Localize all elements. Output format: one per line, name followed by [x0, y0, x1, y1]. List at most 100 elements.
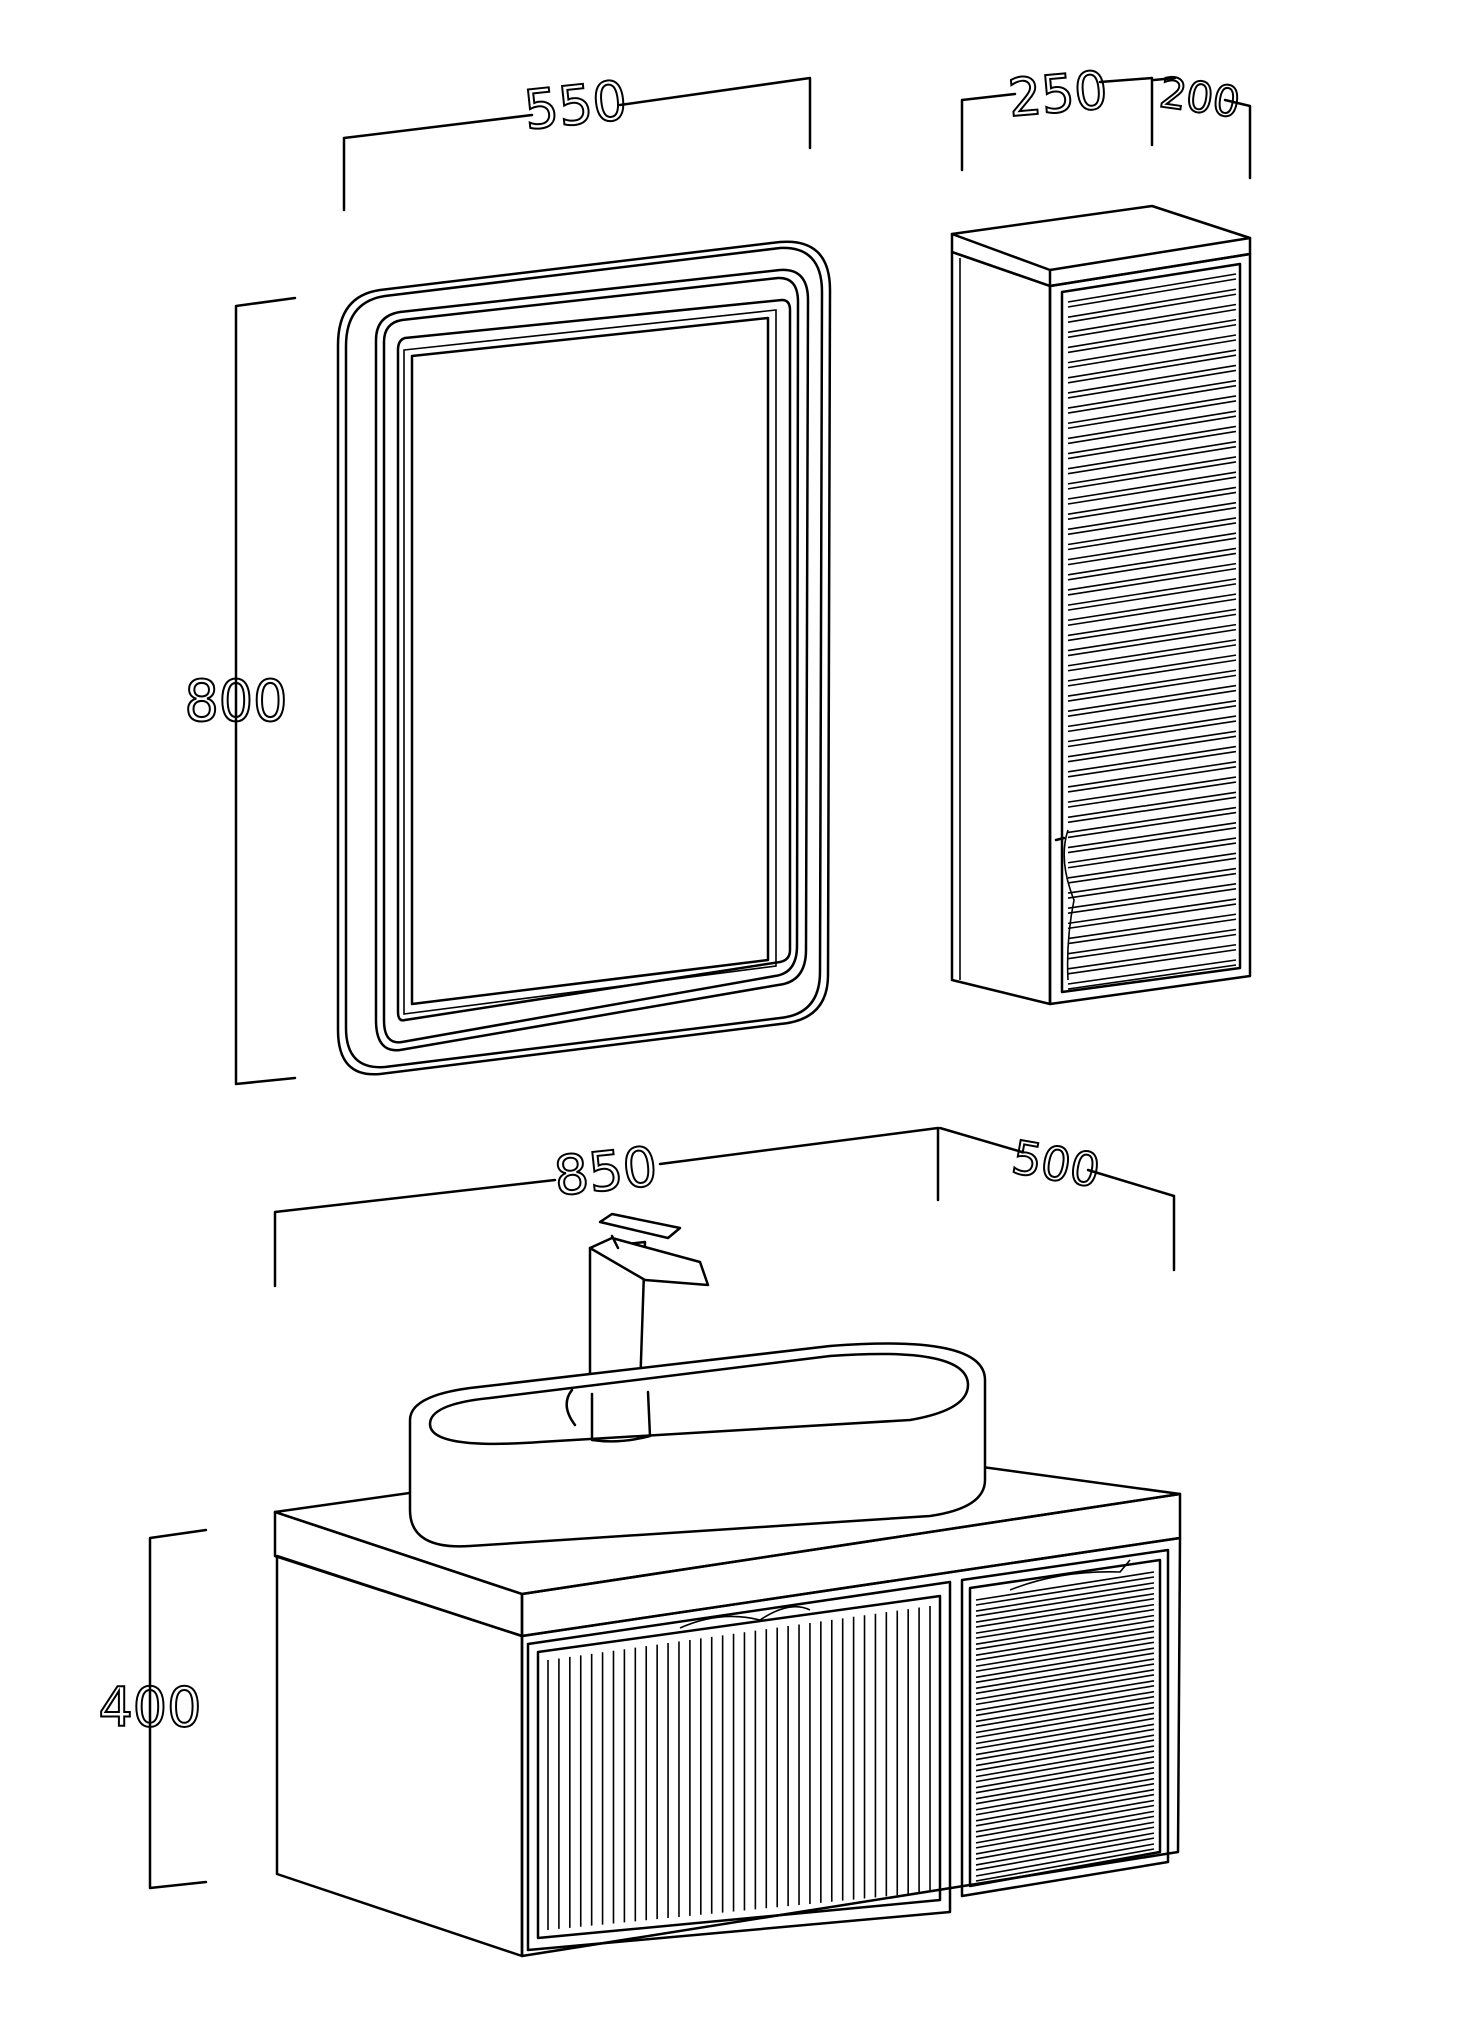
door-slat: [975, 1658, 1155, 1690]
door-slat: [975, 1777, 1155, 1811]
cabinet-slat: [1067, 887, 1237, 915]
cabinet-slat: [1067, 806, 1237, 834]
cabinet-slat: [1067, 567, 1237, 596]
door-slat: [975, 1680, 1155, 1712]
cabinet-slat: [1067, 278, 1237, 308]
door-slat: [975, 1576, 1155, 1606]
cabinet-slat: [1067, 583, 1237, 611]
cabinet-slat: [1067, 506, 1237, 536]
door-slat: [975, 1582, 1155, 1612]
door-slat: [975, 1685, 1155, 1717]
door-slat: [975, 1695, 1155, 1728]
door-slat: [975, 1804, 1155, 1838]
cabinet-slat: [1067, 486, 1237, 515]
cabinet-slat: [1067, 933, 1237, 960]
mirror-width-label: 550: [521, 69, 630, 142]
cabinet-slat: [1067, 552, 1237, 581]
cabinet-slat: [1067, 644, 1237, 672]
cabinet-slat: [1067, 471, 1237, 500]
cabinet-slat: [1067, 715, 1237, 743]
cabinet-slat: [1067, 547, 1237, 576]
cabinet-slat: [1067, 857, 1237, 884]
cabinet-slat: [1067, 303, 1237, 334]
cabinet-slat: [1067, 654, 1237, 682]
cabinet-slats: [1067, 273, 1237, 990]
cabinet-slat: [1067, 948, 1237, 975]
cabinet-slat: [1067, 913, 1237, 940]
door-slat: [975, 1821, 1155, 1855]
door-slat: [975, 1810, 1155, 1844]
cabinet-slat: [1067, 689, 1237, 717]
door-slat: [975, 1761, 1155, 1794]
door-slat: [975, 1614, 1155, 1645]
cabinet-slat: [1067, 791, 1237, 819]
cabinet-slat: [1067, 339, 1237, 369]
cabinet-slat: [1067, 578, 1237, 606]
cabinet-slat: [1067, 898, 1237, 925]
door-slat: [975, 1826, 1155, 1860]
cabinet-slat: [1067, 822, 1237, 849]
side-cabinet: [950, 204, 1252, 1006]
cabinet-slat: [1067, 837, 1237, 864]
mirror-height-dimension: 800: [183, 296, 297, 1086]
cabinet-slat: [1067, 867, 1237, 894]
door-slat: [975, 1663, 1155, 1695]
door-slat: [975, 1739, 1155, 1772]
cabinet-slat: [1067, 613, 1237, 642]
door-slat: [975, 1597, 1155, 1628]
cabinet-slat: [1067, 827, 1237, 854]
cabinet-slat: [1067, 659, 1237, 687]
door-slat: [975, 1706, 1155, 1739]
cabinet-slat: [1067, 461, 1237, 490]
cabinet-slat: [1067, 766, 1237, 793]
cabinet-slat: [1067, 379, 1237, 409]
cabinet-slat: [1067, 537, 1237, 566]
door-slat: [975, 1717, 1155, 1750]
door-slat: [975, 1625, 1155, 1656]
cabinet-slat: [1067, 430, 1237, 460]
door-slat: [975, 1848, 1155, 1882]
door-slat: [975, 1832, 1155, 1866]
side-cabinet-width-label: 250: [1006, 61, 1110, 129]
mirror: [336, 240, 832, 1076]
faucet: [588, 1212, 710, 1398]
cabinet-slat: [1067, 410, 1237, 440]
door-slat: [975, 1636, 1155, 1668]
side-cabinet-depth-label: 200: [1157, 68, 1243, 128]
door-slat: [975, 1641, 1155, 1673]
door-slat: [975, 1690, 1155, 1723]
cabinet-slat: [1067, 323, 1237, 354]
cabinet-slat: [1067, 288, 1237, 318]
cabinet-slat: [1067, 517, 1237, 546]
vanity-width-label: 850: [551, 1135, 660, 1208]
vanity-depth-label: 500: [1008, 1130, 1104, 1198]
door-slat: [975, 1799, 1155, 1833]
door-slat: [975, 1793, 1155, 1827]
cabinet-slat: [1067, 842, 1237, 869]
cabinet-slat: [1067, 425, 1237, 455]
cabinet-slat: [1067, 628, 1237, 657]
cabinet-slat: [1067, 705, 1237, 733]
door-slat: [975, 1701, 1155, 1734]
cabinet-slat: [1067, 562, 1237, 591]
door-slat: [975, 1674, 1155, 1706]
cabinet-slat: [1067, 608, 1237, 637]
door-slat: [975, 1669, 1155, 1701]
door-slat: [975, 1630, 1155, 1661]
door-slat: [975, 1603, 1155, 1634]
cabinet-slat: [1067, 598, 1237, 627]
cabinet-slat: [1067, 364, 1237, 394]
cabinet-slat: [1067, 273, 1237, 303]
cabinet-slat: [1067, 700, 1237, 728]
door-slat: [975, 1619, 1155, 1650]
door-slat: [975, 1647, 1155, 1679]
cabinet-slat: [1067, 872, 1237, 899]
cabinet-slat: [1067, 293, 1237, 323]
door-slat: [975, 1587, 1155, 1617]
cabinet-slat: [1067, 415, 1237, 445]
cabinet-slat: [1067, 745, 1237, 773]
cabinet-slat: [1067, 476, 1237, 505]
cabinet-slat: [1067, 395, 1237, 425]
cabinet-slat: [1067, 903, 1237, 930]
